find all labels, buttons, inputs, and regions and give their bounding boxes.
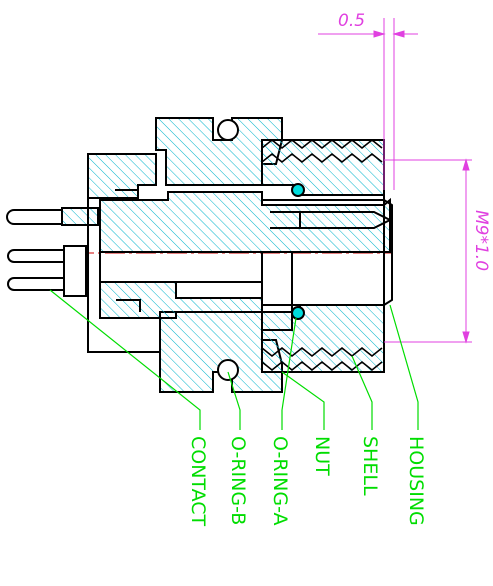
upper-thread	[261, 138, 383, 150]
o-ring-b-lower	[217, 359, 239, 381]
housing-label: HOUSING	[405, 436, 427, 526]
housing-leader	[389, 304, 419, 430]
o-ring-a-label: O-RING-A	[269, 436, 291, 526]
o-rings	[217, 119, 305, 381]
callout-labels: CONTACT O-RING-B O-RING-A NUT SHELL HOUS…	[187, 436, 427, 526]
threads	[261, 138, 383, 372]
shell-label: SHELL	[359, 436, 381, 496]
o-ring-a-upper	[291, 183, 305, 197]
contact-leader	[49, 289, 201, 430]
contact-label: CONTACT	[187, 436, 209, 526]
gap-dimension-label: 0.5	[338, 11, 365, 31]
o-ring-b-upper	[217, 119, 239, 141]
hatched-sections	[61, 117, 391, 393]
thread-dimension-label: M9*1.0	[471, 210, 491, 271]
lower-thread	[261, 346, 383, 358]
dimension-thread: M9*1.0	[384, 158, 491, 344]
shell-leader	[351, 355, 373, 430]
o-ring-a-leader	[281, 317, 297, 430]
contact-pins	[6, 209, 87, 297]
o-ring-a-lower	[291, 306, 305, 320]
nut-label: NUT	[311, 436, 333, 476]
contact-pin-upper	[6, 209, 63, 225]
contact-pin-middle	[7, 249, 65, 263]
dimension-gap: 0.5	[318, 11, 418, 190]
nut-leader	[281, 371, 325, 430]
contact-pin-lower	[7, 277, 65, 291]
o-ring-b-label: O-RING-B	[227, 436, 249, 525]
o-ring-b-leader	[227, 371, 241, 430]
insulator-section	[87, 153, 157, 199]
shell-upper-section	[261, 139, 385, 196]
contact-pin-section	[61, 207, 99, 226]
leader-lines	[49, 289, 419, 430]
